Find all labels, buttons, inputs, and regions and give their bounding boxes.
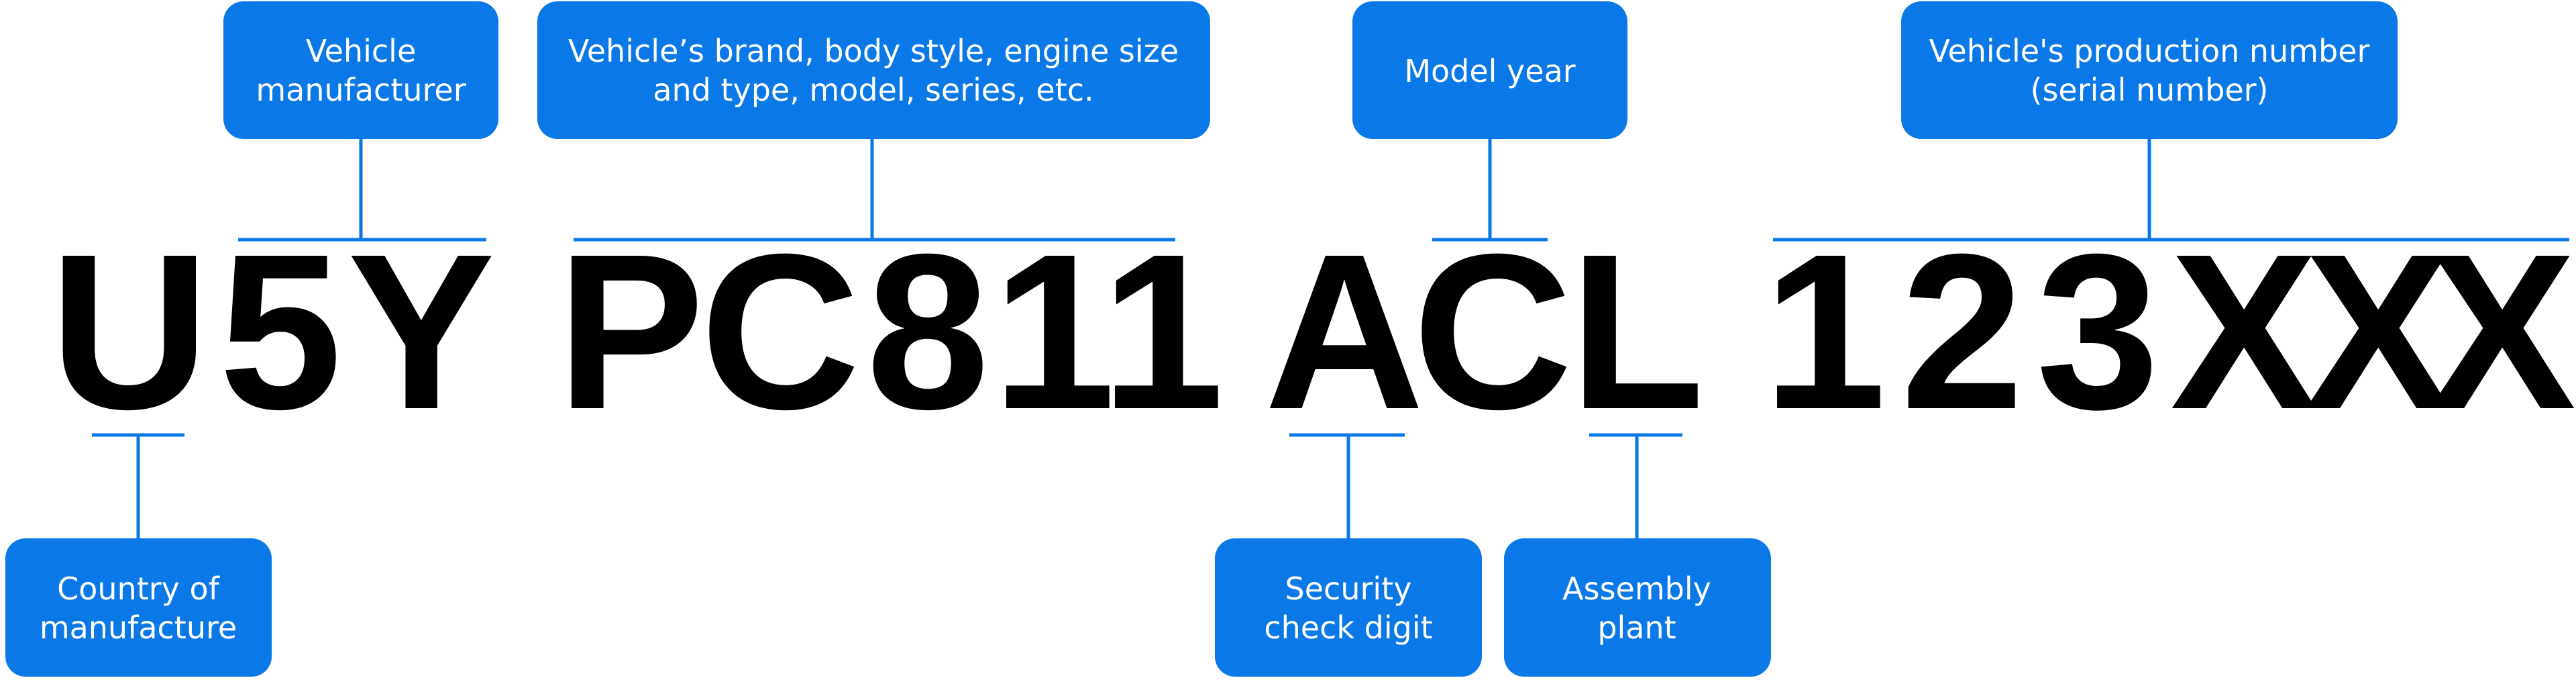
vin-char-2: 5 bbox=[219, 207, 342, 455]
connector-lines bbox=[92, 139, 2569, 538]
vin-char-9: A bbox=[1265, 207, 1424, 455]
vin-char-15: X bbox=[2170, 207, 2319, 455]
serial-label-line-1: Vehicle's production number bbox=[1929, 33, 2370, 69]
vin-char-17: X bbox=[2428, 207, 2576, 455]
serial-label-line-2: (serial number) bbox=[2031, 72, 2269, 108]
label-model-year: Model year bbox=[1352, 1, 1627, 139]
vin-char-16: X bbox=[2304, 207, 2453, 455]
check-digit-label-line-1: Security bbox=[1285, 571, 1412, 607]
manufacturer-label-line-2: manufacturer bbox=[256, 72, 466, 108]
vin-char-7: 1 bbox=[992, 207, 1116, 455]
vin-characters: U 5 Y P C 8 1 1 A C L 1 2 3 X X X bbox=[50, 207, 2576, 455]
vin-char-1: U bbox=[50, 207, 209, 455]
descriptor-label-line-1: Vehicle’s brand, body style, engine size bbox=[568, 33, 1179, 69]
check-digit-connector bbox=[1289, 433, 1405, 538]
check-digit-label-line-2: check digit bbox=[1264, 610, 1432, 646]
descriptor-label-line-2: and type, model, series, etc. bbox=[653, 72, 1093, 108]
vin-char-11: L bbox=[1569, 207, 1705, 455]
label-country: Country of manufacture bbox=[5, 538, 272, 677]
assembly-plant-label-line-2: plant bbox=[1597, 610, 1676, 646]
vin-char-12: 1 bbox=[1763, 207, 1886, 455]
model-year-label: Model year bbox=[1404, 53, 1575, 89]
label-descriptor: Vehicle’s brand, body style, engine size… bbox=[537, 1, 1210, 139]
vin-char-6: 8 bbox=[866, 207, 989, 455]
assembly-plant-label-line-1: Assembly bbox=[1562, 571, 1711, 607]
label-check-digit: Security check digit bbox=[1215, 538, 1482, 677]
country-label-line-1: Country of bbox=[57, 571, 221, 607]
vin-char-14: 3 bbox=[2036, 207, 2159, 455]
serial-connector bbox=[1773, 139, 2569, 242]
vin-char-8: 1 bbox=[1101, 207, 1224, 455]
model-year-connector bbox=[1432, 139, 1548, 242]
descriptor-connector bbox=[574, 139, 1175, 242]
manufacturer-connector bbox=[238, 139, 486, 242]
assembly-plant-connector bbox=[1589, 433, 1682, 538]
manufacturer-label-line-1: Vehicle bbox=[306, 33, 417, 69]
vin-char-13: 2 bbox=[1900, 207, 2024, 455]
vin-char-3: Y bbox=[347, 207, 495, 455]
label-manufacturer: Vehicle manufacturer bbox=[223, 1, 498, 139]
country-connector bbox=[92, 433, 184, 538]
vin-char-10: C bbox=[1413, 207, 1572, 455]
vin-char-5: C bbox=[700, 207, 860, 455]
label-assembly-plant: Assembly plant bbox=[1504, 538, 1771, 677]
label-serial: Vehicle's production number (serial numb… bbox=[1901, 1, 2398, 139]
country-label-line-2: manufacture bbox=[40, 610, 237, 646]
vin-char-4: P bbox=[557, 207, 704, 455]
